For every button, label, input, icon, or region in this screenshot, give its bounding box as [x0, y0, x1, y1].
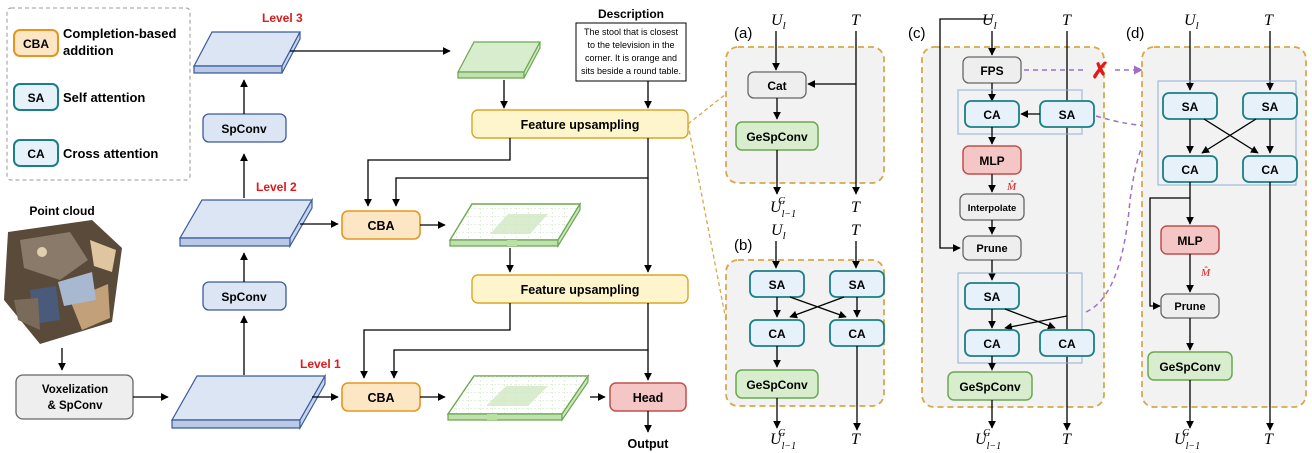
- svg-text:SA: SA: [849, 278, 866, 292]
- output-label: Output: [628, 437, 670, 451]
- panel-b: (b) Ul T SA SA CA CA GeSpConv Ul−1G T: [725, 222, 885, 452]
- svg-text:SA: SA: [984, 290, 1001, 304]
- svg-text:addition: addition: [63, 43, 114, 58]
- level1-decoder-slab: [446, 374, 590, 422]
- svg-text:Ul: Ul: [771, 222, 786, 242]
- legend: CBA Completion-based addition SA Self at…: [6, 7, 191, 181]
- svg-text:T: T: [851, 12, 861, 29]
- level1-feature-slab: [170, 373, 327, 431]
- svg-text:GeSpConv: GeSpConv: [746, 378, 808, 392]
- feature-upsampling-block-2: Feature upsampling: [471, 274, 689, 304]
- svg-text:Ul−1G: Ul−1G: [770, 196, 796, 220]
- svg-text:CA: CA: [983, 337, 1001, 351]
- svg-text:CBA: CBA: [367, 219, 394, 233]
- svg-text:sits beside a round table.: sits beside a round table.: [581, 66, 681, 76]
- svg-text:Ul: Ul: [771, 12, 786, 32]
- svg-text:CA: CA: [1261, 163, 1279, 177]
- spconv-block-2: SpConv: [202, 113, 287, 143]
- svg-text:CA: CA: [1058, 337, 1076, 351]
- legend-item-sa: SA Self attention: [13, 83, 145, 111]
- svg-text:& SpConv: & SpConv: [48, 400, 104, 412]
- svg-text:(c): (c): [908, 25, 926, 42]
- svg-text:T: T: [1062, 12, 1072, 29]
- disabled-x-mark: ✗: [1091, 58, 1109, 83]
- description-box: The stool that is closest to the televis…: [575, 22, 687, 82]
- svg-text:SpConv: SpConv: [221, 290, 267, 304]
- svg-text:Cross attention: Cross attention: [63, 146, 158, 161]
- svg-text:T: T: [1264, 12, 1274, 29]
- svg-text:Feature upsampling: Feature upsampling: [521, 118, 640, 132]
- svg-text:M̂: M̂: [1200, 266, 1211, 279]
- svg-text:Head: Head: [633, 391, 664, 405]
- spconv-block-1: SpConv: [202, 281, 287, 311]
- svg-text:T: T: [851, 199, 861, 216]
- svg-text:Voxelization: Voxelization: [42, 384, 108, 396]
- svg-text:(a): (a): [734, 25, 752, 42]
- svg-text:(b): (b): [734, 237, 752, 254]
- svg-text:SA: SA: [1059, 108, 1076, 122]
- svg-text:Prune: Prune: [976, 243, 1007, 255]
- level1-label: Level 1: [300, 357, 341, 371]
- svg-text:CBA: CBA: [367, 391, 394, 405]
- svg-text:GeSpConv: GeSpConv: [1159, 360, 1221, 374]
- level3-decoder-slab: [457, 41, 541, 79]
- head-block: Head: [609, 382, 687, 412]
- level3-feature-slab: [193, 31, 301, 74]
- svg-text:CBA: CBA: [23, 37, 49, 51]
- voxelization-spconv-block: Voxelization & SpConv: [15, 374, 134, 420]
- svg-text:Ul−1G: Ul−1G: [975, 428, 1001, 452]
- level2-decoder-slab: [448, 201, 582, 249]
- svg-text:Feature upsampling: Feature upsampling: [521, 283, 640, 297]
- svg-text:SA: SA: [1262, 100, 1279, 114]
- svg-text:CA: CA: [848, 327, 866, 341]
- svg-text:GeSpConv: GeSpConv: [746, 130, 808, 144]
- point-cloud-label: Point cloud: [29, 204, 94, 218]
- svg-text:Cat: Cat: [767, 79, 786, 93]
- svg-text:MLP: MLP: [979, 154, 1004, 168]
- panel-d: (d) Ul T SA SA CA CA MLP M̂ Prune GeSpCo…: [1126, 12, 1307, 452]
- legend-item-cba: CBA Completion-based addition: [13, 26, 176, 58]
- svg-text:SA: SA: [28, 91, 45, 105]
- svg-text:Ul: Ul: [982, 12, 997, 32]
- svg-text:Prune: Prune: [1174, 301, 1205, 313]
- svg-text:Ul−1G: Ul−1G: [1174, 428, 1200, 452]
- svg-text:(d): (d): [1126, 25, 1144, 42]
- point-cloud-image: [4, 220, 122, 344]
- svg-text:Self attention: Self attention: [63, 90, 145, 105]
- svg-text:CA: CA: [983, 108, 1001, 122]
- svg-text:Ul: Ul: [1184, 12, 1199, 32]
- svg-text:T: T: [851, 431, 861, 448]
- panel-c: (c) Ul T FPS CA SA MLP M̂ Interpolate Pr…: [908, 12, 1105, 452]
- svg-text:Completion-based: Completion-based: [63, 26, 176, 41]
- cba-block-1: CBA: [341, 382, 421, 412]
- svg-text:GeSpConv: GeSpConv: [959, 380, 1021, 394]
- svg-text:The stool that is closest: The stool that is closest: [584, 27, 679, 37]
- panel-a: (a) Ul T Cat GeSpConv Ul−1G T: [725, 12, 885, 220]
- description-title: Description: [598, 7, 664, 21]
- legend-item-ca: CA Cross attention: [13, 139, 158, 167]
- svg-text:CA: CA: [1181, 163, 1199, 177]
- svg-text:SA: SA: [769, 278, 786, 292]
- svg-text:CA: CA: [768, 327, 786, 341]
- svg-text:Interpolate: Interpolate: [968, 203, 1017, 214]
- svg-text:SA: SA: [1182, 100, 1199, 114]
- level3-label: Level 3: [262, 11, 303, 25]
- svg-text:T: T: [851, 222, 861, 239]
- svg-text:M̂: M̂: [1006, 180, 1017, 193]
- svg-text:MLP: MLP: [1177, 234, 1202, 248]
- feature-upsampling-block-1: Feature upsampling: [471, 109, 689, 139]
- level2-label: Level 2: [256, 180, 297, 194]
- svg-text:SpConv: SpConv: [221, 122, 267, 136]
- svg-text:CA: CA: [27, 147, 45, 161]
- svg-text:corner. It is orange and: corner. It is orange and: [585, 53, 677, 63]
- svg-text:T: T: [1264, 431, 1274, 448]
- svg-text:Ul−1G: Ul−1G: [770, 428, 796, 452]
- level2-feature-slab: [178, 197, 314, 249]
- svg-text:FPS: FPS: [980, 64, 1003, 78]
- svg-text:T: T: [1062, 431, 1072, 448]
- cba-block-2: CBA: [341, 210, 421, 240]
- svg-text:to the television in the: to the television in the: [587, 40, 674, 50]
